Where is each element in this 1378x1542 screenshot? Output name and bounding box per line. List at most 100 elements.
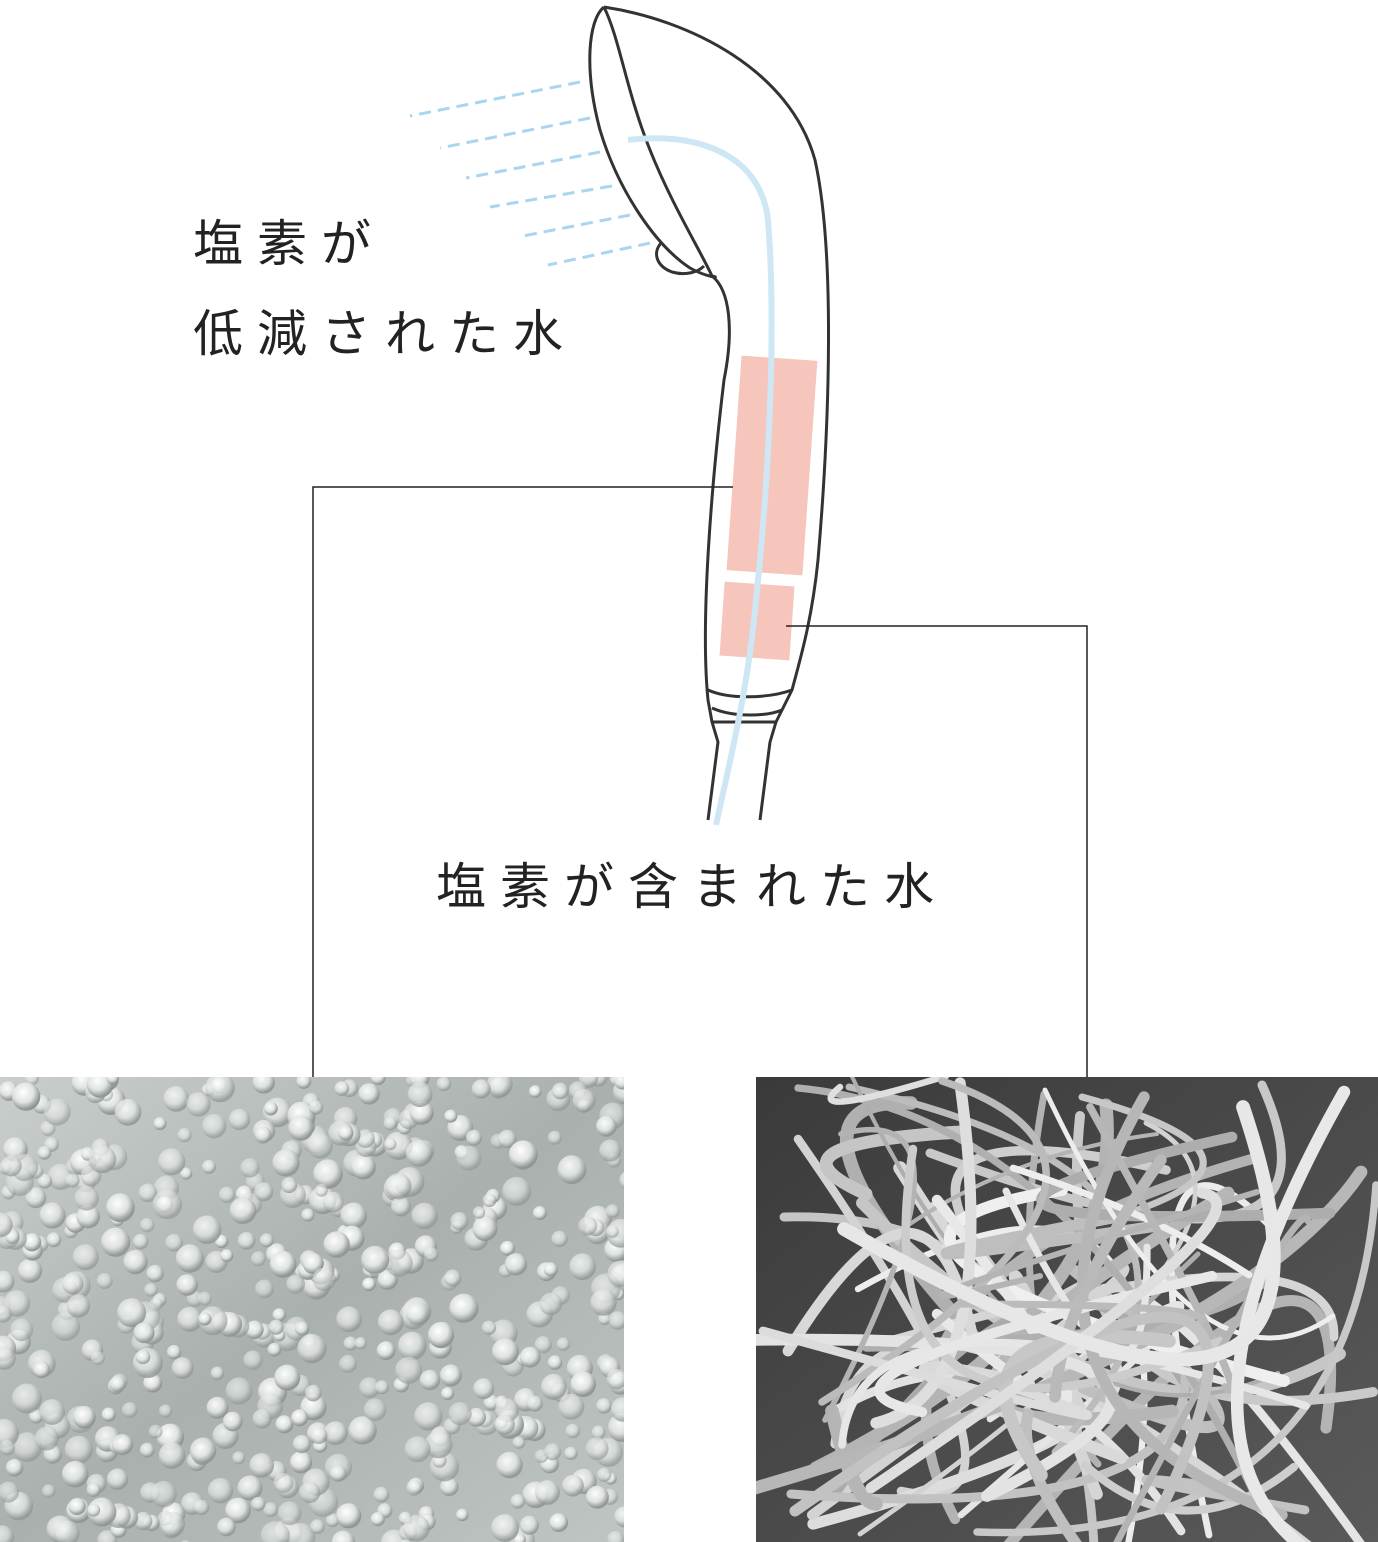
granule bbox=[444, 1269, 462, 1287]
granule bbox=[496, 1451, 523, 1479]
fiber bbox=[827, 1077, 950, 1105]
granule bbox=[237, 1475, 263, 1501]
fiber bbox=[819, 1125, 968, 1201]
granule bbox=[301, 1208, 315, 1222]
granule bbox=[606, 1225, 619, 1238]
fiber bbox=[1080, 1460, 1299, 1515]
fiber bbox=[789, 1311, 1214, 1517]
granule bbox=[260, 1521, 290, 1542]
granule bbox=[504, 1253, 528, 1276]
granule bbox=[329, 1465, 347, 1482]
granule bbox=[414, 1402, 443, 1431]
granule bbox=[591, 1425, 606, 1440]
granule bbox=[37, 1146, 52, 1160]
granule bbox=[132, 1233, 149, 1250]
granule bbox=[281, 1177, 298, 1194]
granule bbox=[564, 1446, 578, 1460]
label-chlorine-reduced-water-line2: 低減された水 bbox=[193, 305, 577, 363]
fiber bbox=[818, 1077, 1050, 1406]
granule bbox=[448, 1402, 472, 1426]
granule bbox=[343, 1336, 358, 1351]
granule bbox=[222, 1411, 243, 1432]
granule bbox=[549, 1513, 569, 1532]
granule bbox=[502, 1176, 532, 1206]
granule bbox=[351, 1154, 376, 1180]
leader-line-right bbox=[786, 625, 1088, 1077]
granule bbox=[439, 1364, 462, 1387]
granule bbox=[427, 1322, 455, 1349]
granule bbox=[275, 1415, 294, 1434]
granule bbox=[153, 1117, 167, 1131]
granule bbox=[310, 1519, 325, 1535]
granule bbox=[177, 1306, 203, 1332]
fiber bbox=[825, 1404, 883, 1511]
granule bbox=[441, 1387, 455, 1401]
fiber bbox=[998, 1329, 1176, 1482]
granule bbox=[466, 1129, 482, 1146]
granule bbox=[348, 1416, 377, 1445]
granule bbox=[405, 1140, 433, 1167]
granule bbox=[308, 1100, 324, 1115]
granule bbox=[385, 1173, 412, 1200]
granule bbox=[254, 1126, 272, 1144]
granule bbox=[339, 1354, 357, 1373]
fiber bbox=[1049, 1154, 1167, 1403]
granule bbox=[491, 1514, 519, 1542]
granule bbox=[395, 1356, 423, 1384]
granule bbox=[340, 1202, 368, 1230]
granule bbox=[175, 1244, 205, 1273]
granule bbox=[252, 1077, 275, 1094]
granule bbox=[150, 1481, 177, 1508]
granule bbox=[163, 1086, 190, 1112]
fiber bbox=[1042, 1087, 1336, 1341]
granule bbox=[472, 1216, 498, 1242]
granule bbox=[135, 1349, 151, 1365]
granule bbox=[556, 1337, 571, 1351]
granule bbox=[159, 1511, 185, 1538]
granule bbox=[400, 1539, 412, 1542]
fiber bbox=[1009, 1164, 1253, 1279]
granule bbox=[498, 1129, 517, 1149]
granule bbox=[72, 1244, 99, 1271]
granule bbox=[76, 1204, 101, 1229]
granule bbox=[323, 1231, 350, 1258]
granule bbox=[158, 1148, 186, 1176]
granule bbox=[259, 1233, 274, 1248]
granule bbox=[25, 1187, 47, 1209]
granule bbox=[218, 1186, 236, 1204]
granule bbox=[189, 1437, 217, 1464]
granule bbox=[251, 1496, 266, 1512]
granule bbox=[22, 1233, 42, 1252]
granule bbox=[264, 1101, 278, 1116]
granule bbox=[607, 1530, 624, 1542]
granule bbox=[202, 1114, 227, 1139]
granule bbox=[406, 1301, 430, 1326]
granule bbox=[143, 1373, 163, 1393]
granule bbox=[37, 1173, 53, 1189]
granule bbox=[565, 1423, 581, 1439]
granule bbox=[557, 1155, 587, 1185]
granule bbox=[144, 1283, 158, 1297]
granule bbox=[192, 1215, 222, 1244]
granule bbox=[409, 1100, 434, 1125]
granule bbox=[404, 1436, 431, 1463]
granule bbox=[529, 1085, 542, 1098]
granule bbox=[121, 1402, 138, 1418]
granule bbox=[152, 1189, 183, 1220]
granule bbox=[177, 1128, 192, 1143]
granule bbox=[390, 1196, 411, 1217]
granule bbox=[232, 1451, 246, 1465]
granule bbox=[96, 1273, 113, 1289]
granule bbox=[46, 1232, 62, 1248]
granule bbox=[315, 1183, 328, 1197]
granule bbox=[166, 1344, 182, 1360]
granule bbox=[220, 1249, 234, 1263]
granule bbox=[614, 1506, 624, 1528]
granule bbox=[74, 1186, 99, 1211]
granule bbox=[552, 1082, 569, 1100]
granule bbox=[206, 1396, 229, 1419]
granule bbox=[210, 1366, 225, 1381]
granule bbox=[0, 1212, 13, 1238]
granule bbox=[440, 1477, 459, 1497]
granule bbox=[558, 1393, 585, 1420]
